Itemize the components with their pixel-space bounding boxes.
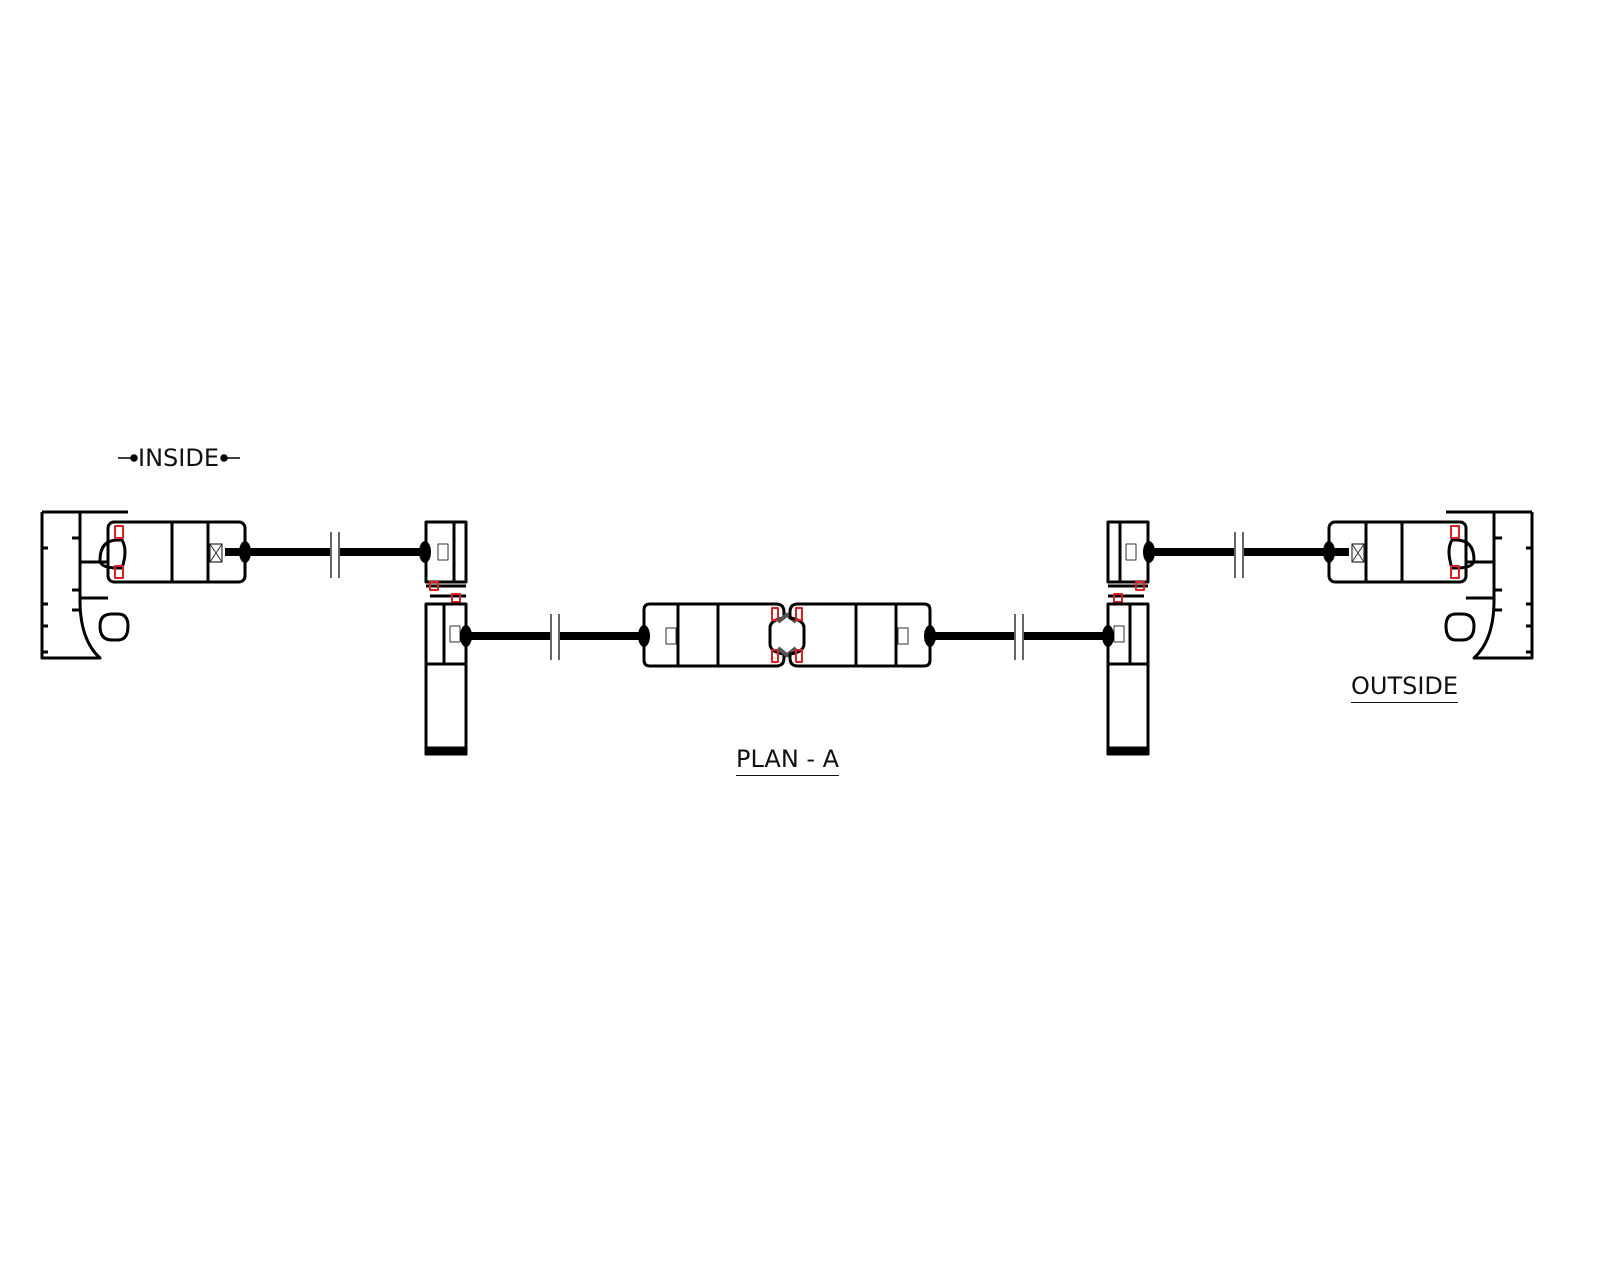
left-half-section: [40, 510, 798, 756]
outside-label: OUTSIDE: [1351, 672, 1459, 703]
inside-direction-marker: [118, 454, 240, 462]
right-half-section: [776, 510, 1534, 756]
inside-label: INSIDE: [138, 444, 219, 472]
drawing-title: PLAN - A: [736, 745, 840, 776]
